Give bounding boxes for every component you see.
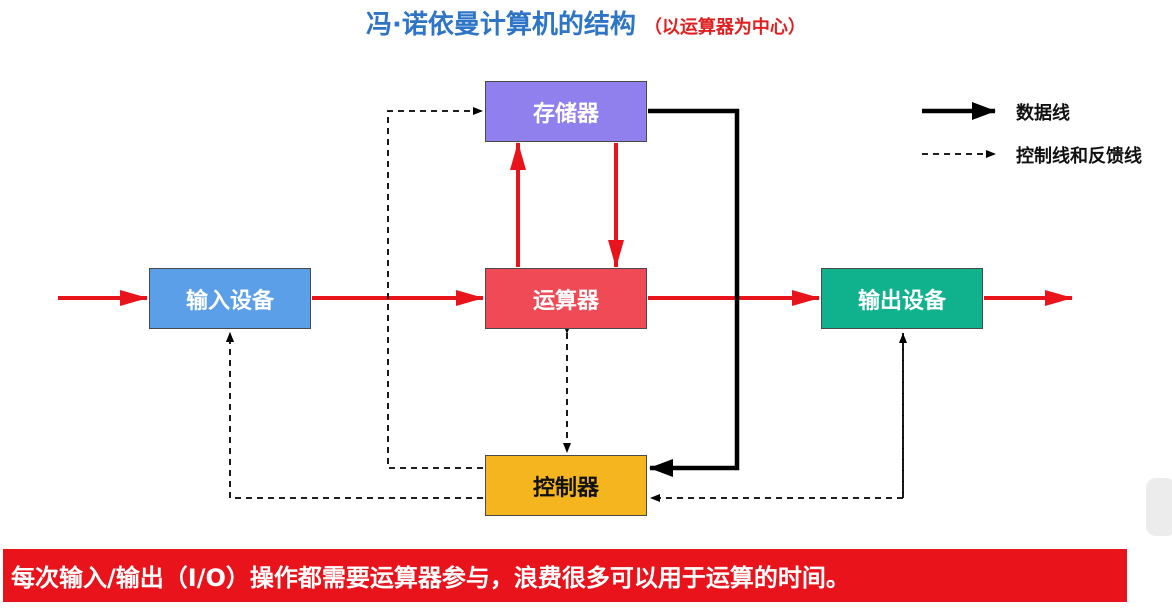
legend [922, 102, 996, 158]
node-input-label: 输入设备 [185, 288, 274, 314]
conclusion-banner-text: 每次输入/输出（I/O）操作都需要运算器参与，浪费很多可以用于运算的时间。 [11, 564, 850, 592]
side-panel-handle[interactable] [1146, 478, 1172, 536]
dashed-output-to-controller [650, 333, 904, 502]
node-alu-label: 运算器 [532, 288, 599, 314]
node-output-label: 输出设备 [857, 288, 946, 314]
legend-control-line-label: 控制线和反馈线 [1016, 146, 1142, 167]
title-main: 冯·诺依曼计算机的结构 [366, 10, 636, 40]
node-alu: 运算器 [485, 268, 647, 329]
control-feedback-lines [226, 107, 907, 502]
node-memory: 存储器 [485, 81, 647, 142]
node-controller-label: 控制器 [532, 475, 599, 501]
conclusion-banner: 每次输入/输出（I/O）操作都需要运算器参与，浪费很多可以用于运算的时间。 [3, 549, 1127, 602]
legend-data-line-label: 数据线 [1016, 103, 1070, 124]
title-subtitle: （以运算器为中心） [643, 17, 806, 38]
dashed-controller-to-memory [387, 107, 483, 469]
node-input-device: 输入设备 [149, 268, 311, 329]
node-controller: 控制器 [485, 455, 647, 516]
data-flow-arrows [58, 142, 1073, 306]
node-memory-label: 存储器 [532, 101, 599, 127]
node-output-device: 输出设备 [821, 268, 983, 329]
diagram-title: 冯·诺依曼计算机的结构 （以运算器为中心） [0, 4, 1172, 41]
dashed-controller-to-input [226, 332, 483, 499]
arrow-memory-to-controller [648, 108, 740, 477]
